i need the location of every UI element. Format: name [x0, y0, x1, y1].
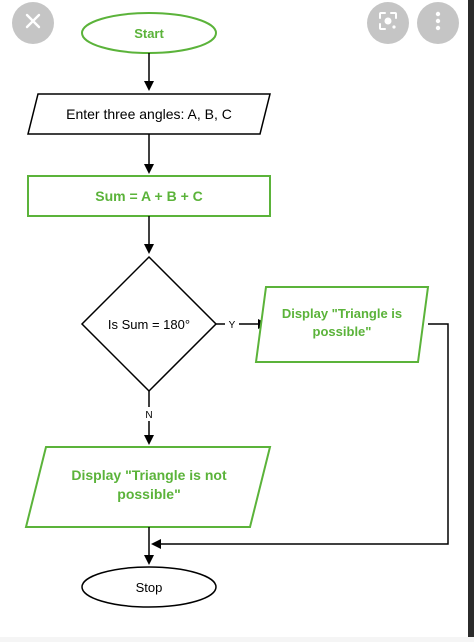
yes-label: Y: [229, 320, 236, 331]
process-box: [27, 175, 271, 217]
close-button[interactable]: [12, 2, 54, 44]
output-yes-line2: possible": [313, 324, 372, 339]
lens-search-button[interactable]: [367, 2, 409, 44]
connector-yes-merge: [151, 323, 449, 549]
more-vertical-icon: [434, 10, 442, 37]
output-no-parallelogram: [24, 446, 272, 528]
viewer-edge: [468, 0, 474, 637]
stop-label: Stop: [136, 580, 163, 595]
input-parallelogram: [27, 93, 271, 135]
output-yes-parallelogram: [254, 286, 430, 363]
stop-terminator: [81, 566, 217, 608]
input-label: Enter three angles: A, B, C: [66, 106, 232, 122]
output-yes-line1: Display "Triangle is: [282, 306, 402, 321]
output-no-line2: possible": [117, 486, 180, 502]
close-icon: [23, 11, 43, 36]
decision-label: Is Sum = 180°: [108, 317, 190, 332]
process-label: Sum = A + B + C: [95, 188, 203, 204]
output-no-line1: Display "Triangle is not: [71, 467, 227, 483]
start-label: Start: [134, 26, 164, 41]
no-label: N: [145, 410, 152, 421]
lens-icon: [377, 10, 399, 37]
more-options-button[interactable]: [417, 2, 459, 44]
